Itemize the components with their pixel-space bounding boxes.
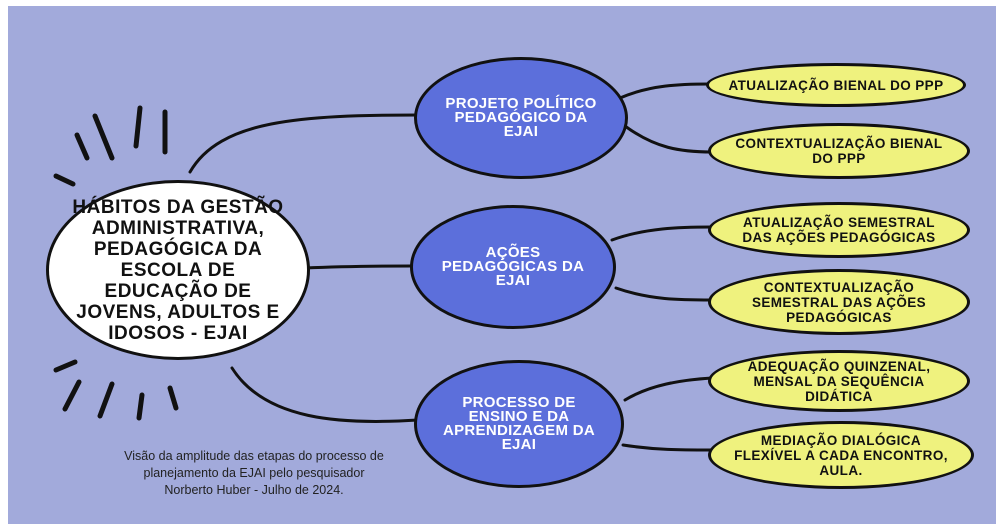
leaf-node-mediacao-dialogica: MEDIAÇÃO DIALÓGICA FLEXÍVEL A CADA ENCON… [708,421,974,489]
central-topic-label: HÁBITOS DA GESTÃO ADMINISTRATIVA, PEDAGÓ… [72,196,284,344]
connector-branch-3-leaf-1 [623,376,714,402]
diagram-caption: Visão da amplitude das etapas do process… [98,448,410,499]
caption-line-3: Norberto Huber - Julho de 2024. [164,483,344,497]
leaf-node-adequacao-quinzenal: ADEQUAÇÃO QUINZENAL, MENSAL DA SEQUÊNCIA… [708,350,970,412]
leaf-node-atualizacao-bienal: ATUALIZAÇÃO BIENAL DO PPP [706,63,966,107]
leaf-label: CONTEXTUALIZAÇÃO SEMESTRAL DAS AÇÕES PED… [751,279,927,325]
central-topic-node: HÁBITOS DA GESTÃO ADMINISTRATIVA, PEDAGÓ… [46,180,310,360]
leaf-label: ATUALIZAÇÃO SEMESTRAL DAS AÇÕES PEDAGÓGI… [742,215,936,245]
connector-branch-3-leaf-2 [621,443,714,452]
branch-node-processo: PROCESSO DE ENSINO E DA APRENDIZAGEM DA … [414,360,624,488]
connector-center-branch-2 [303,264,414,270]
leaf-node-contextualizacao-bienal: CONTEXTUALIZAÇÃO BIENAL DO PPP [708,123,970,179]
connector-branch-1-leaf-1 [618,82,712,100]
branch-label-acoes: AÇÕES PEDAGÓGICAS DA EJAI [441,244,585,289]
sunburst-accent-bottom [53,359,179,421]
branch-node-acoes: AÇÕES PEDAGÓGICAS DA EJAI [410,205,616,329]
leaf-label: ATUALIZAÇÃO BIENAL DO PPP [728,77,944,93]
leaf-label: MEDIAÇÃO DIALÓGICA FLEXÍVEL A CADA ENCON… [734,432,948,478]
leaf-label: ADEQUAÇÃO QUINZENAL, MENSAL DA SEQUÊNCIA… [747,358,931,404]
leaf-node-contextualizacao-semestral: CONTEXTUALIZAÇÃO SEMESTRAL DAS AÇÕES PED… [708,269,970,335]
sunburst-accent-top [53,105,168,187]
connector-branch-2-leaf-2 [614,286,714,302]
branch-node-ppp: PROJETO POLÍTICO PEDAGÓGICO DA EJAI [414,57,628,179]
connector-branch-2-leaf-1 [610,225,714,242]
caption-line-1: Visão da amplitude das etapas do process… [124,449,384,463]
branch-label-processo: PROCESSO DE ENSINO E DA APRENDIZAGEM DA … [442,394,595,453]
branch-label-ppp: PROJETO POLÍTICO PEDAGÓGICO DA EJAI [445,95,597,140]
leaf-node-atualizacao-semestral: ATUALIZAÇÃO SEMESTRAL DAS AÇÕES PEDAGÓGI… [708,202,970,258]
connector-branch-1-leaf-2 [623,124,714,154]
connector-center-branch-1 [188,113,422,174]
leaf-label: CONTEXTUALIZAÇÃO BIENAL DO PPP [735,136,943,166]
connector-center-branch-3 [230,366,420,424]
caption-line-2: planejamento da EJAI pelo pesquisador [143,466,365,480]
